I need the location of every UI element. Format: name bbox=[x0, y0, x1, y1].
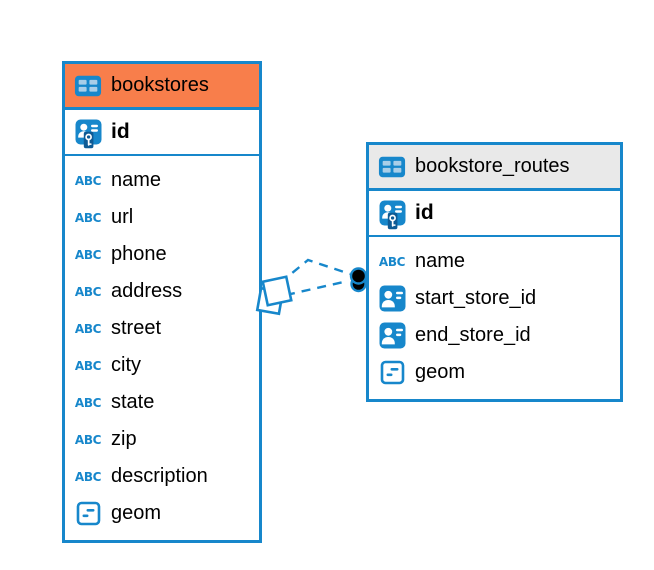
column-row-description[interactable]: ABC description bbox=[65, 458, 259, 495]
primary-key-icon bbox=[74, 116, 102, 149]
relationship-source-marker[interactable] bbox=[255, 275, 293, 316]
column-row-name[interactable]: ABC name bbox=[369, 243, 620, 280]
column-name: geom bbox=[415, 361, 466, 383]
text-icon: ABC bbox=[74, 469, 102, 484]
column-row-end_store_id[interactable]: end_store_id bbox=[369, 317, 620, 354]
table-icon bbox=[378, 155, 406, 179]
column-row-geom[interactable]: geom bbox=[369, 354, 620, 391]
table-icon bbox=[74, 74, 102, 98]
column-row-street[interactable]: ABC street bbox=[65, 310, 259, 347]
column-row-phone[interactable]: ABC phone bbox=[65, 236, 259, 273]
column-name: url bbox=[111, 206, 134, 228]
table-header-bookstore-routes[interactable]: bookstore_routes bbox=[369, 145, 620, 191]
foreign-key-icon bbox=[378, 285, 406, 312]
column-row-address[interactable]: ABC address bbox=[65, 273, 259, 310]
text-icon: ABC bbox=[74, 284, 102, 299]
primary-key-section: id bbox=[369, 191, 620, 237]
foreign-key-icon bbox=[378, 322, 406, 349]
relationship-line-lower[interactable] bbox=[285, 279, 349, 297]
text-icon: ABC bbox=[74, 432, 102, 447]
primary-key-icon bbox=[378, 197, 406, 230]
column-name: id bbox=[111, 120, 130, 143]
column-name: name bbox=[111, 169, 162, 191]
relationship-target-marker[interactable] bbox=[349, 267, 368, 293]
column-row-url[interactable]: ABC url bbox=[65, 199, 259, 236]
text-icon: ABC bbox=[74, 358, 102, 373]
column-row-state[interactable]: ABC state bbox=[65, 384, 259, 421]
column-name: zip bbox=[111, 428, 137, 450]
table-bookstore-routes[interactable]: bookstore_routes id ABC name start_store_i… bbox=[366, 142, 623, 402]
column-row-name[interactable]: ABC name bbox=[65, 162, 259, 199]
column-row-geom[interactable]: geom bbox=[65, 495, 259, 532]
table-header-bookstores[interactable]: bookstores bbox=[65, 64, 259, 110]
column-name: phone bbox=[111, 243, 167, 265]
column-row-city[interactable]: ABC city bbox=[65, 347, 259, 384]
column-name: id bbox=[415, 201, 434, 224]
column-row-start_store_id[interactable]: start_store_id bbox=[369, 280, 620, 317]
relationship-line-upper[interactable] bbox=[279, 258, 351, 284]
table-title: bookstore_routes bbox=[415, 155, 570, 177]
column-name: name bbox=[415, 250, 466, 272]
text-icon: ABC bbox=[74, 395, 102, 410]
text-icon: ABC bbox=[74, 247, 102, 262]
column-name: street bbox=[111, 317, 162, 339]
text-icon: ABC bbox=[74, 173, 102, 188]
column-name: address bbox=[111, 280, 183, 302]
text-icon: ABC bbox=[74, 210, 102, 225]
column-name: description bbox=[111, 465, 208, 487]
geometry-icon bbox=[74, 501, 102, 526]
column-row-id[interactable]: id bbox=[65, 110, 259, 156]
column-row-id[interactable]: id bbox=[369, 191, 620, 237]
column-name: start_store_id bbox=[415, 287, 537, 309]
geometry-icon bbox=[378, 360, 406, 385]
column-name: geom bbox=[111, 502, 162, 524]
table-title: bookstores bbox=[111, 74, 209, 96]
column-name: state bbox=[111, 391, 155, 413]
primary-key-section: id bbox=[65, 110, 259, 156]
text-icon: ABC bbox=[74, 321, 102, 336]
text-icon: ABC bbox=[378, 254, 406, 269]
column-name: end_store_id bbox=[415, 324, 531, 346]
column-row-zip[interactable]: ABC zip bbox=[65, 421, 259, 458]
column-name: city bbox=[111, 354, 141, 376]
